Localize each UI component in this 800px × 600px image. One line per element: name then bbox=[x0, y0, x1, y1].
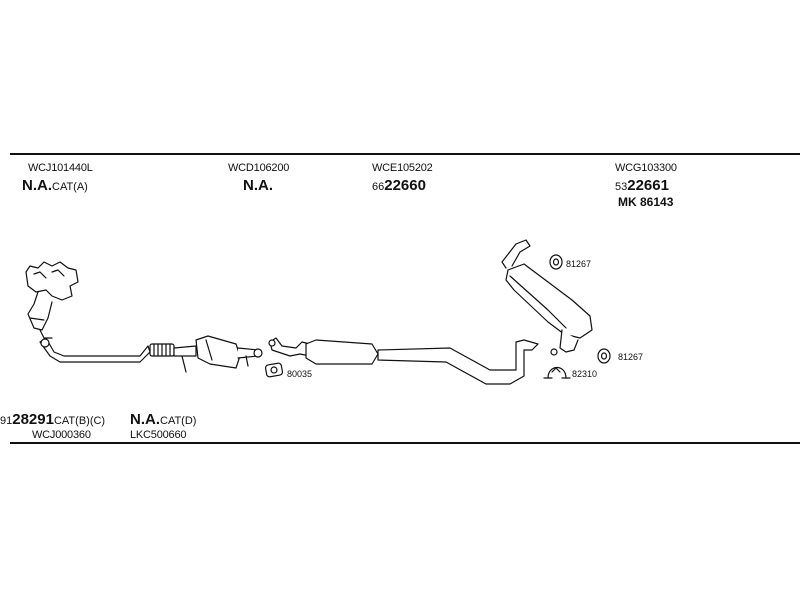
bottom-mid-code: LKC500660 bbox=[130, 429, 187, 441]
bottom-divider bbox=[10, 442, 800, 444]
col2-code: WCD106200 bbox=[228, 162, 290, 174]
col1-code: WCJ101440L bbox=[28, 162, 93, 174]
col4-main: 22661 bbox=[627, 177, 669, 194]
col3-main: 22660 bbox=[384, 177, 426, 194]
clamp-label: 82310 bbox=[572, 369, 598, 379]
col3-code: WCE105202 bbox=[372, 162, 433, 174]
col2-main: N.A. bbox=[243, 177, 273, 194]
col4-prefix: 53 bbox=[615, 181, 628, 193]
hanger-upper-label: 81267 bbox=[566, 259, 592, 269]
col4-code: WCG103300 bbox=[615, 162, 677, 174]
catalytic-converter bbox=[195, 335, 263, 369]
gasket bbox=[264, 362, 284, 378]
col1-value: N.A.CAT(A) bbox=[22, 178, 88, 193]
exhaust-manifold bbox=[25, 261, 79, 339]
bottom-left-main: 28291 bbox=[12, 411, 54, 428]
flex-joint bbox=[149, 343, 197, 373]
gasket-label: 80035 bbox=[287, 369, 313, 379]
col4-extra: MK 86143 bbox=[618, 195, 674, 209]
bottom-left-prefix: 91 bbox=[0, 415, 13, 427]
col1-suffix: CAT(A) bbox=[52, 181, 88, 193]
bottom-mid-main: N.A. bbox=[130, 411, 160, 428]
rubber-hanger-upper bbox=[549, 254, 563, 270]
rubber-hanger-lower bbox=[597, 348, 611, 364]
rear-muffler bbox=[501, 239, 593, 356]
middle-section bbox=[268, 337, 539, 385]
top-divider bbox=[10, 153, 800, 155]
bottom-left-suffix: CAT(B)(C) bbox=[53, 415, 106, 427]
bottom-mid-value: N.A.CAT(D) bbox=[130, 412, 196, 427]
col3-value: 6622660 bbox=[372, 178, 426, 193]
col1-main: N.A. bbox=[22, 177, 52, 194]
col3-prefix: 66 bbox=[372, 181, 385, 193]
front-pipe bbox=[39, 337, 151, 363]
bottom-mid-suffix: CAT(D) bbox=[160, 415, 197, 427]
col4-value: 5322661 bbox=[615, 178, 669, 193]
hanger-lower-label: 81267 bbox=[618, 352, 644, 362]
pipe-clamp bbox=[543, 366, 571, 379]
bottom-left-value: 9128291CAT(B)(C) bbox=[0, 412, 105, 427]
bottom-left-code: WCJ000360 bbox=[32, 429, 91, 441]
